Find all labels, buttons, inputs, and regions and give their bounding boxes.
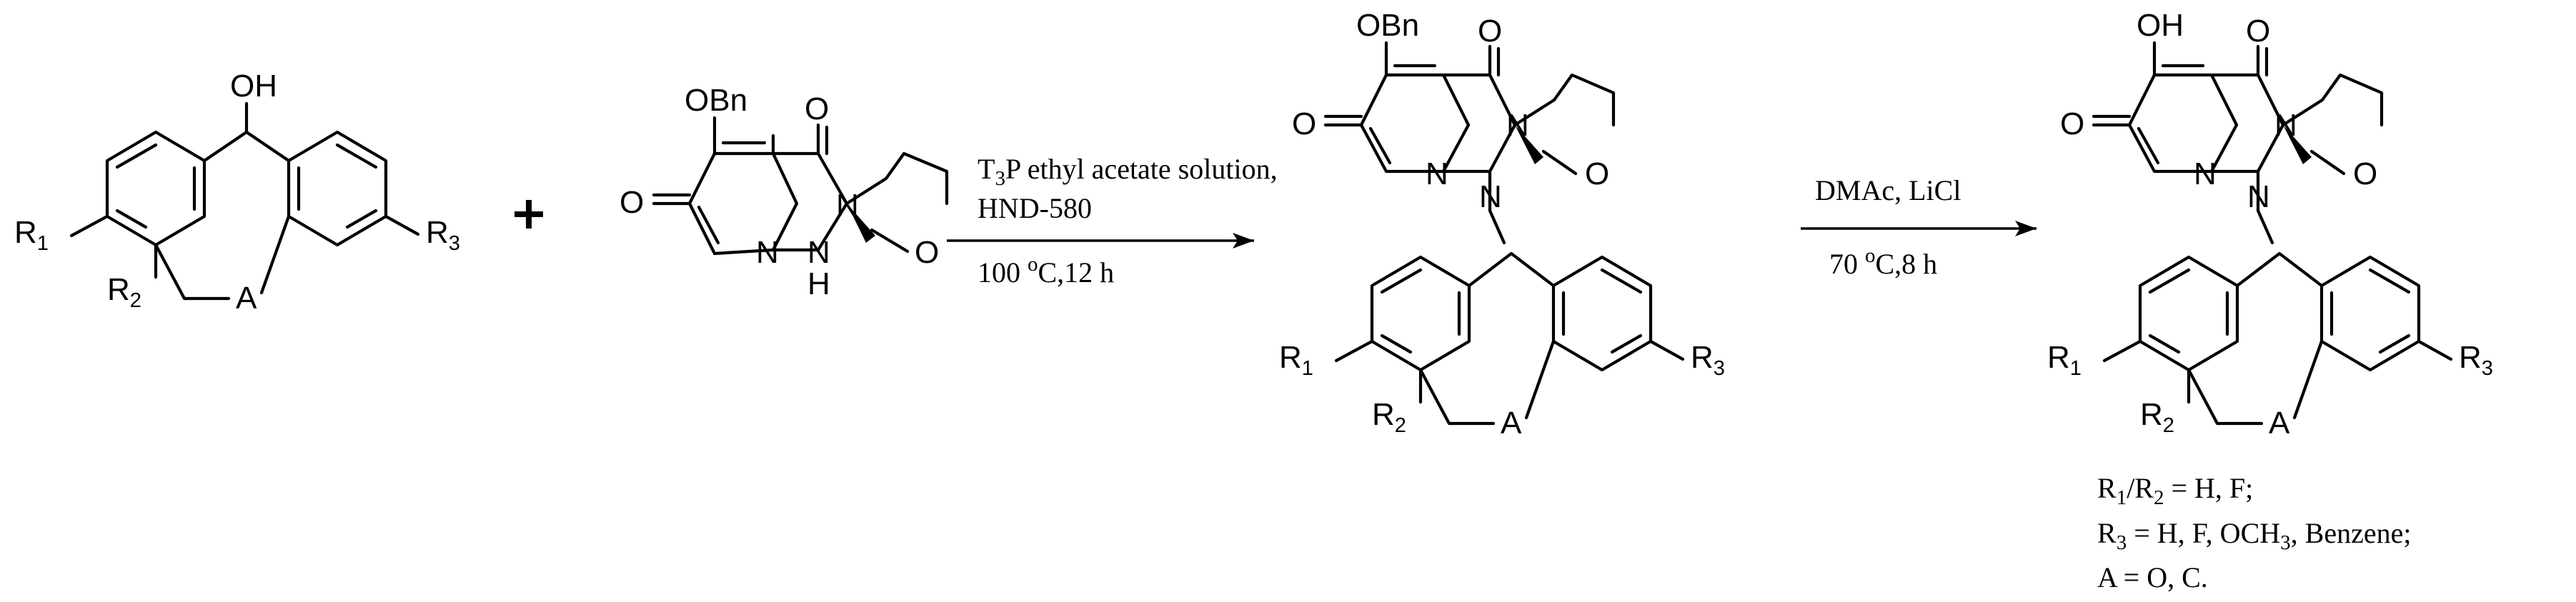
- intermediate-obn-label: OBn: [1356, 8, 1419, 43]
- product-r1-label: R1: [2047, 340, 2082, 380]
- product-pyridone-o: O: [2060, 106, 2084, 141]
- intermediate-r1-label: R1: [1279, 340, 1313, 380]
- product-n3: N: [2247, 179, 2270, 214]
- intermediate-morpholine-o: O: [1585, 156, 1609, 191]
- amide-nitrogen-label: N: [836, 188, 859, 223]
- amine-hydrogen-label: H: [807, 266, 830, 301]
- pyridone-oxygen-label: O: [620, 185, 644, 220]
- intermediate-a-label: A: [1501, 406, 1522, 441]
- intermediate-n2: N: [1426, 156, 1448, 191]
- reaction-arrow-1: T3P ethyl acetate solution, HND-580 100 …: [947, 153, 1278, 289]
- step1-reagent-line1: T3P ethyl acetate solution,: [978, 153, 1278, 190]
- product-r2-label: R2: [2140, 397, 2174, 437]
- legend-line-r3: R3 = H, F, OCH3, Benzene;: [2097, 517, 2411, 554]
- plus-sign: [514, 200, 543, 229]
- intermediate-pyridone-o: O: [1292, 106, 1316, 141]
- product-hydroxyl-label: OH: [2137, 8, 2184, 43]
- final-product: OH O O N N N O A R1 R2 R3: [2047, 8, 2493, 441]
- morpholine-oxygen-label: O: [915, 235, 939, 270]
- amine-nitrogen-label: N: [807, 235, 830, 270]
- intermediate-n1: N: [1506, 108, 1529, 143]
- intermediate-n3: N: [1479, 179, 1502, 214]
- step2-reagents: DMAc, LiCl: [1815, 174, 1961, 206]
- carbonyl-oxygen-label: O: [805, 91, 829, 126]
- substituent-legend: R1/R2 = H, F; R3 = H, F, OCH3, Benzene; …: [2097, 472, 2411, 593]
- ring-nitrogen-label: N: [756, 235, 779, 270]
- reactant-alcohol: [14, 69, 460, 316]
- step1-temperature: 100 oC,12 h: [978, 253, 1114, 289]
- intermediate-r2-label: R2: [1372, 397, 1406, 437]
- step2-temperature: 70 oC,8 h: [1829, 244, 1937, 280]
- legend-line-a: A = O, C.: [2097, 561, 2208, 593]
- product-r3-label: R3: [2459, 340, 2493, 380]
- intermediate-carbonyl-o: O: [1478, 14, 1502, 49]
- product-n2: N: [2194, 156, 2217, 191]
- reaction-arrow-2: DMAc, LiCl 70 oC,8 h: [1801, 174, 2037, 280]
- product-morpholine-o: O: [2353, 156, 2377, 191]
- reactant-core: OBn O O N N N H O: [620, 83, 949, 301]
- intermediate-product: OBn O O N N N O A R1 R2 R3: [1279, 8, 1725, 441]
- legend-line-r1-r2: R1/R2 = H, F;: [2097, 472, 2253, 509]
- benzyloxy-label: OBn: [685, 83, 747, 118]
- product-carbonyl-o: O: [2246, 14, 2270, 49]
- product-a-label: A: [2269, 406, 2290, 441]
- intermediate-r3-label: R3: [1691, 340, 1725, 380]
- product-n1: N: [2274, 108, 2297, 143]
- step1-reagent-line2: HND-580: [978, 192, 1092, 224]
